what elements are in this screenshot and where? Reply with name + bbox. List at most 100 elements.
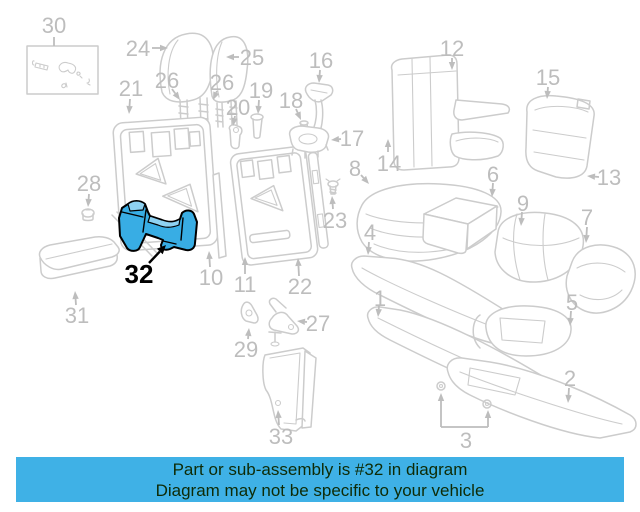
callout-arrowhead-icon <box>294 111 301 120</box>
part-callout-15: 15 <box>536 65 560 99</box>
part-number-label: 16 <box>309 48 333 73</box>
callout-arrowhead-icon <box>172 91 180 100</box>
part-number-label: 17 <box>340 126 364 151</box>
seatback-cushion-illustration <box>525 94 595 179</box>
part-number-label: 22 <box>288 274 312 299</box>
callout-arrowhead-icon <box>329 196 336 205</box>
part-callout-26: 26 <box>210 70 234 100</box>
part-callout-14: 14 <box>377 139 401 176</box>
callout-arrowhead-icon <box>206 251 213 260</box>
striker-illustration <box>240 301 282 347</box>
part-number-label: 5 <box>566 290 578 315</box>
hardware-kit-box-illustration <box>26 45 99 95</box>
part-number-label: 14 <box>377 151 401 176</box>
callout-arrowhead-icon <box>295 258 302 267</box>
seatback-frame-right-illustration <box>212 145 329 266</box>
trim-panel-illustration <box>262 347 317 432</box>
part-callout-32: 32 <box>125 245 166 289</box>
part-callout-19: 19 <box>249 78 273 114</box>
part-number-label: 3 <box>460 428 472 453</box>
armrest-box-illustration <box>422 197 498 255</box>
nut-illustration <box>81 208 95 222</box>
part-number-label: 32 <box>125 259 154 289</box>
part-number-label: 8 <box>349 156 361 181</box>
part-callout-7: 7 <box>581 205 593 243</box>
part-number-label: 13 <box>597 165 621 190</box>
part-callout-27: 27 <box>297 311 330 336</box>
bracket-base-illustration <box>288 125 330 159</box>
armrest-tray-illustration <box>38 236 120 280</box>
banner-line-1: Part or sub-assembly is #32 in diagram <box>172 459 468 479</box>
part-number-label: 11 <box>234 272 257 297</box>
part-number-label: 4 <box>364 220 376 245</box>
callout-arrowhead-icon <box>213 91 220 100</box>
side-cushion-illustration <box>565 244 636 314</box>
part-callout-28: 28 <box>77 171 101 207</box>
part-number-label: 12 <box>440 36 464 61</box>
part-callout-29: 29 <box>234 328 258 362</box>
headrest-right-illustration <box>209 35 249 128</box>
part-number-label: 28 <box>77 171 101 196</box>
part-number-label: 27 <box>306 311 330 336</box>
part-number-label: 29 <box>234 337 258 362</box>
callout-arrowhead-icon <box>156 245 166 255</box>
part-number-label: 1 <box>374 286 386 311</box>
part-number-label: 18 <box>279 88 303 113</box>
grommet-illustration <box>250 113 264 139</box>
part-callout-16: 16 <box>309 48 333 83</box>
part-callout-13: 13 <box>587 165 621 190</box>
callout-arrowhead-icon <box>544 90 551 99</box>
callout-arrowhead-icon <box>587 173 596 180</box>
part-callout-1: 1 <box>374 286 386 317</box>
part-callout-30: 30 <box>42 13 66 46</box>
callout-arrow-shaft <box>148 250 161 264</box>
callout-arrowhead-icon <box>231 117 238 126</box>
part-callout-5: 5 <box>566 290 578 326</box>
part-number-label: 33 <box>269 424 293 449</box>
callout-arrowhead-icon <box>275 410 282 419</box>
part-number-label: 30 <box>42 13 66 38</box>
callout-arrow-shaft <box>360 174 365 179</box>
callout-arrowhead-icon <box>489 188 496 197</box>
callout-arrow-shaft <box>297 265 300 277</box>
part-callout-11: 11 <box>234 257 257 297</box>
callout-arrow-shaft <box>208 258 211 268</box>
part-number-label: 2 <box>564 366 576 391</box>
part-callout-20: 20 <box>226 95 250 126</box>
callout-arrowhead-icon <box>384 139 392 147</box>
part-callout-4: 4 <box>364 220 376 255</box>
mat-clips-illustration <box>436 381 492 409</box>
part-number-label: 25 <box>240 45 264 70</box>
part-callout-26: 26 <box>155 68 180 100</box>
part-callout-10: 10 <box>199 251 223 290</box>
part-number-label: 31 <box>65 303 89 328</box>
seat-pan-illustration <box>472 305 572 357</box>
callout-arrowhead-icon <box>126 105 133 114</box>
callout-arrowhead-icon <box>241 257 249 265</box>
highlighted-part-32-illustration <box>118 200 198 252</box>
callout-arrowhead-icon <box>255 105 262 114</box>
part-callout-25: 25 <box>226 45 264 70</box>
info-banner: Part or sub-assembly is #32 in diagram D… <box>16 457 624 502</box>
callout-arrowhead-icon <box>375 308 382 317</box>
hinge-latch-illustration <box>268 297 300 335</box>
part-callout-33: 33 <box>269 410 293 449</box>
part-callout-22: 22 <box>288 258 312 299</box>
callout-arrow-shaft <box>171 88 177 95</box>
part-callout-24: 24 <box>126 36 168 61</box>
part-callout-9: 9 <box>517 191 529 226</box>
part-number-label: 21 <box>119 76 143 101</box>
callout-arrowhead-icon <box>518 217 525 226</box>
callout-arrowhead-icon <box>565 394 572 403</box>
callout-arrowhead-icon <box>160 44 168 52</box>
callout-arrowhead-icon <box>448 62 456 70</box>
part-number-label: 26 <box>155 68 179 93</box>
part-callout-2: 2 <box>564 366 576 403</box>
part-callout-23: 23 <box>323 196 347 233</box>
screw-clip-illustration <box>325 178 341 195</box>
callout-arrow-shaft <box>585 226 588 236</box>
part-number-label: 24 <box>126 36 150 61</box>
callout-arrowhead-icon <box>316 74 323 83</box>
